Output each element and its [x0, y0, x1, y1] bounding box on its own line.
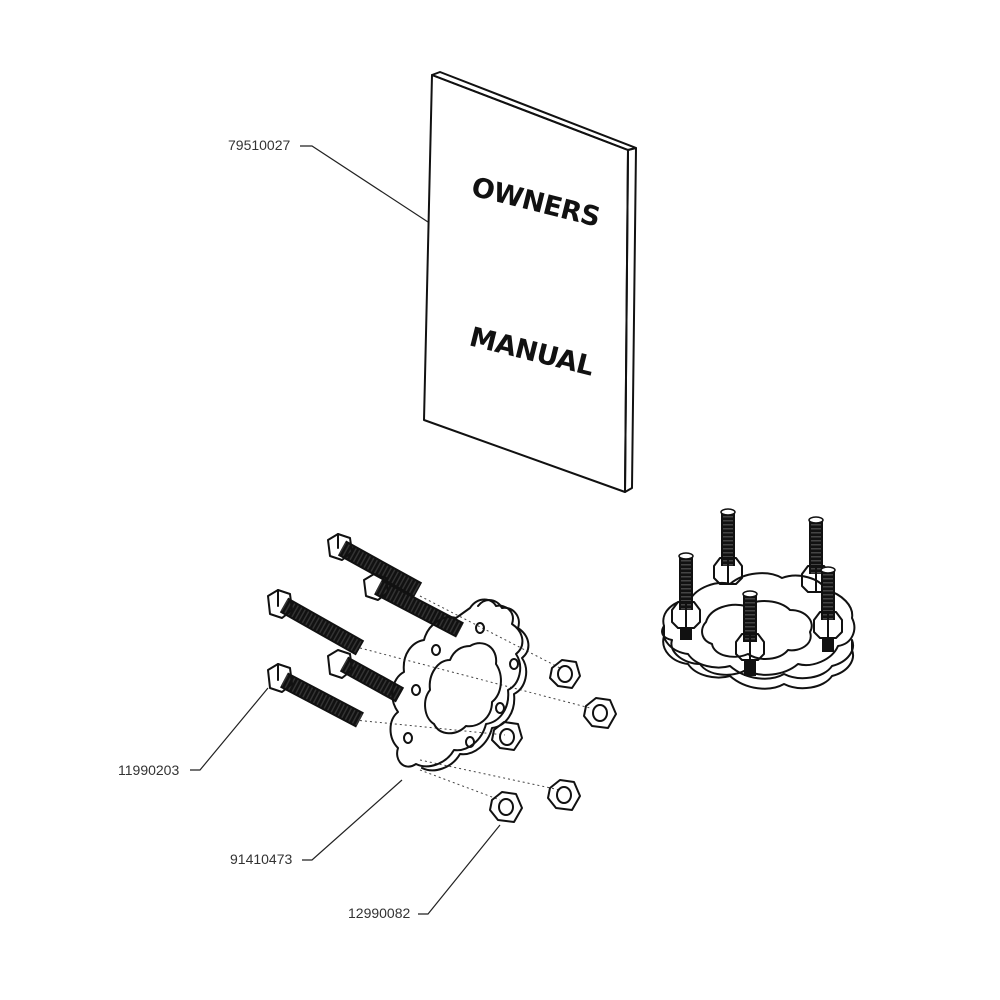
stud-4	[813, 566, 843, 639]
leader-line-nut	[418, 824, 501, 915]
callout-bolt: 11990203	[118, 687, 269, 778]
callout-manual: 79510027	[228, 137, 429, 223]
nut-3	[491, 721, 523, 751]
leader-line-manual	[300, 145, 429, 223]
nut-1	[549, 659, 581, 689]
leader-line-spacer	[302, 779, 403, 861]
bolt-1	[327, 533, 423, 598]
manual-title-line1: OWNERS	[468, 172, 603, 234]
bolt-2	[363, 573, 464, 638]
bolt-5	[267, 663, 364, 728]
stud-1	[713, 508, 743, 585]
spacer-plate-exploded	[389, 598, 530, 772]
callout-nut: 12990082	[348, 824, 501, 921]
stud-5	[735, 590, 765, 676]
nut-4	[547, 779, 581, 811]
leader-line-bolt	[190, 687, 269, 771]
bolt-3	[267, 589, 365, 656]
callout-label-bolt: 11990203	[118, 762, 179, 778]
callout-label-nut: 12990082	[348, 905, 411, 921]
manual-title-line2: MANUAL	[466, 322, 597, 383]
bolt-4	[327, 649, 405, 703]
callout-spacer: 91410473	[230, 779, 403, 867]
manual-cover	[423, 74, 629, 493]
exploded-assembly	[267, 533, 617, 823]
stud-3	[671, 552, 701, 629]
manual-top-edge	[431, 71, 637, 151]
nut-2	[583, 697, 617, 729]
assembly-axis-lines	[354, 595, 591, 801]
callout-label-spacer: 91410473	[230, 851, 293, 867]
stud-2	[801, 516, 831, 593]
stud-bottom-2	[680, 628, 834, 652]
nut-5	[489, 791, 523, 823]
callout-label-manual: 79510027	[228, 137, 291, 153]
owners-manual-book: OWNERS MANUAL	[423, 71, 637, 493]
assembled-spacer	[661, 508, 856, 690]
